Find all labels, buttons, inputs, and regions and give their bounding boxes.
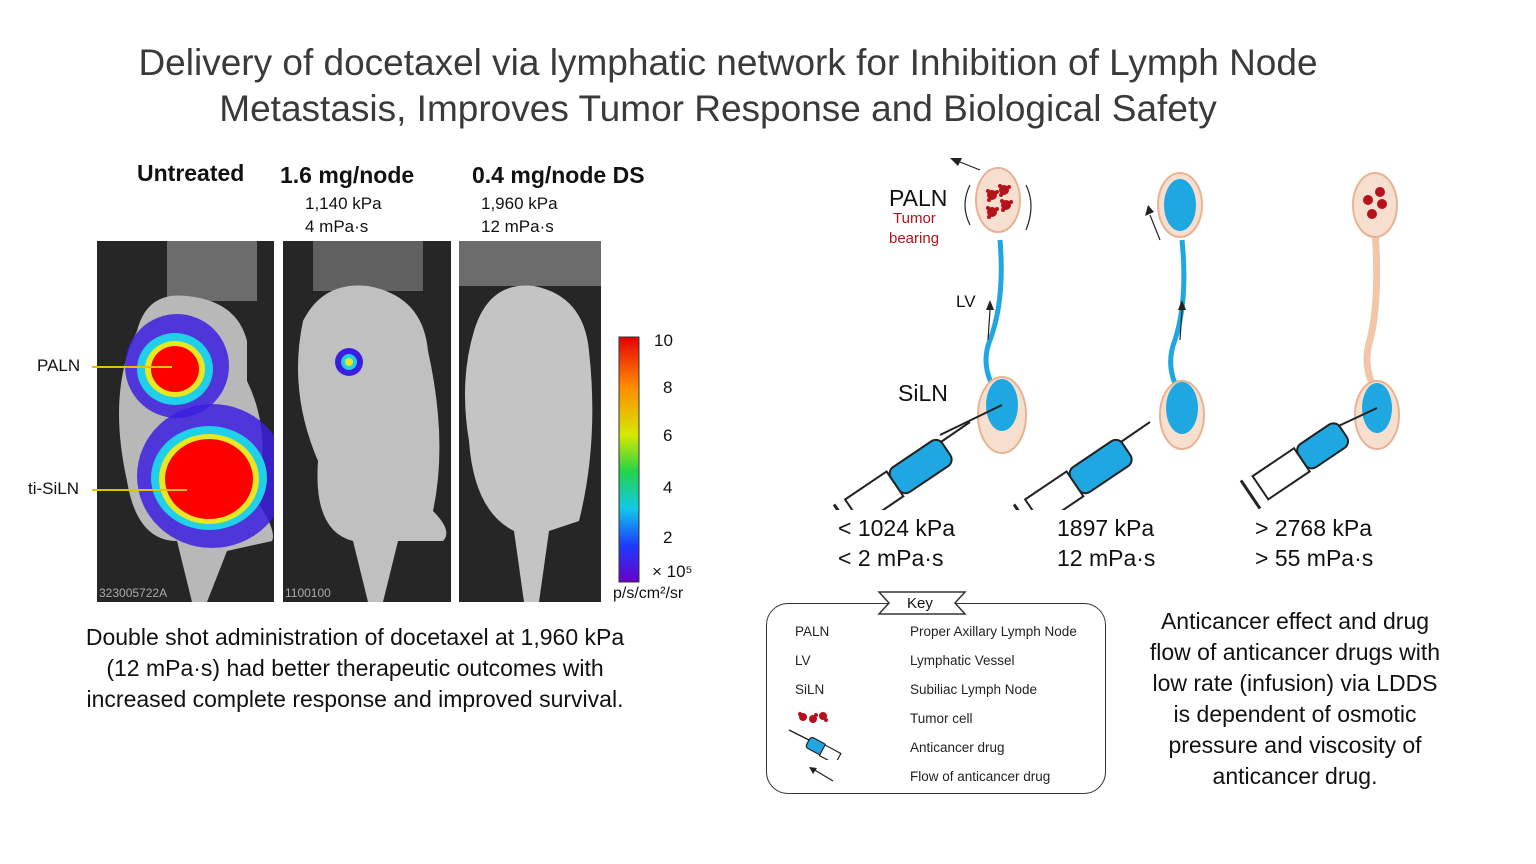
condition-3-pressure: > 2768 kPa (1255, 515, 1373, 541)
key-term-paln: PALN (795, 624, 830, 639)
key-desc-tumor: Tumor cell (910, 711, 973, 726)
imaging-panel-untreated: 323005722A (97, 241, 274, 602)
leader-line-paln (92, 366, 172, 368)
panel-id-1: 323005722A (99, 586, 168, 600)
panel-2-viscosity: 12 mPa·s (481, 217, 554, 236)
diagram-unit-3 (1239, 172, 1400, 510)
panel-id-2: 1100100 (285, 586, 331, 600)
key-title: Key (907, 595, 933, 612)
key-desc-drug: Anticancer drug (910, 740, 1005, 755)
right-caption-line-6: anticancer drug. (1212, 763, 1378, 789)
right-caption-line-4: is dependent of osmotic (1173, 701, 1417, 727)
key-desc-flow: Flow of anticancer drug (910, 769, 1051, 784)
syringe-icon (788, 729, 842, 760)
scale-tick-6: 6 (663, 426, 673, 445)
condition-1-viscosity: < 2 mPa·s (838, 545, 944, 571)
key-banner (877, 591, 967, 615)
key-desc-paln: Proper Axillary Lymph Node (910, 624, 1077, 639)
right-caption-line-5: pressure and viscosity of (1168, 732, 1422, 758)
scale-tick-10: 10 (654, 331, 673, 350)
right-caption-line-3: low rate (infusion) via LDDS (1152, 670, 1438, 696)
diagram-label-siln: SiLN (898, 380, 948, 406)
title-line-2: Metastasis, Improves Tumor Response and … (219, 88, 1217, 129)
leader-line-ti-siln (92, 489, 187, 491)
left-caption-line-2: (12 mPa·s) had better therapeutic outcom… (106, 655, 604, 681)
key-desc-lv: Lymphatic Vessel (910, 653, 1015, 668)
label-ti-siln: ti-SiLN (28, 479, 80, 498)
scale-multiplier: × 10⁵ (652, 562, 693, 581)
scale-tick-2: 2 (663, 528, 673, 547)
mouse-image-dose-2 (459, 241, 601, 602)
tumor-cell-icon (798, 712, 828, 723)
condition-2-pressure: 1897 kPa (1057, 515, 1155, 541)
diagram-unit-1 (832, 158, 1032, 510)
arrow-icon (809, 767, 834, 782)
mouse-image-dose-1 (283, 241, 451, 602)
diagram-label-bearing: bearing (889, 230, 940, 247)
scale-tick-4: 4 (663, 478, 673, 497)
key-term-lv: LV (795, 653, 811, 668)
color-scale-bar (618, 336, 640, 583)
diagram-label-tumor: Tumor (893, 210, 936, 227)
label-paln: PALN (37, 356, 81, 375)
left-caption-line-1: Double shot administration of docetaxel … (85, 624, 625, 650)
key-term-siln: SiLN (795, 682, 825, 697)
key-legend: Key PALN Proper Axillary Lymph Node LV L… (766, 591, 1106, 794)
right-caption-line-1: Anticancer effect and drug (1160, 608, 1430, 634)
condition-3-viscosity: > 55 mPa·s (1255, 545, 1374, 571)
key-desc-siln: Subiliac Lymph Node (910, 682, 1038, 697)
panel-heading-dose-2: 0.4 mg/node DS (472, 162, 645, 188)
left-caption-line-3: increased complete response and improved… (86, 686, 624, 712)
panel-1-pressure: 1,140 kPa (305, 194, 382, 213)
title-line-1: Delivery of docetaxel via lymphatic netw… (138, 42, 1318, 83)
condition-2-viscosity: 12 mPa·s (1057, 545, 1156, 571)
condition-1-pressure: < 1024 kPa (838, 515, 956, 541)
scale-tick-8: 8 (663, 378, 673, 397)
imaging-panel-dose-2 (459, 241, 601, 602)
diagram-label-lv: LV (956, 292, 976, 311)
scale-unit: p/s/cm²/sr (613, 585, 684, 602)
panel-2-pressure: 1,960 kPa (481, 194, 558, 213)
panel-1-viscosity: 4 mPa·s (305, 217, 369, 236)
panel-heading-untreated: Untreated (137, 160, 245, 186)
imaging-panel-dose-1: 1100100 (283, 241, 451, 602)
panel-heading-dose-1: 1.6 mg/node (280, 162, 415, 188)
diagram-unit-2 (1012, 172, 1205, 510)
mouse-image-untreated (97, 241, 274, 602)
lymphatic-diagram (832, 158, 1205, 510)
diagram-label-paln: PALN (889, 185, 948, 211)
right-caption-line-2: flow of anticancer drugs with (1149, 639, 1441, 665)
